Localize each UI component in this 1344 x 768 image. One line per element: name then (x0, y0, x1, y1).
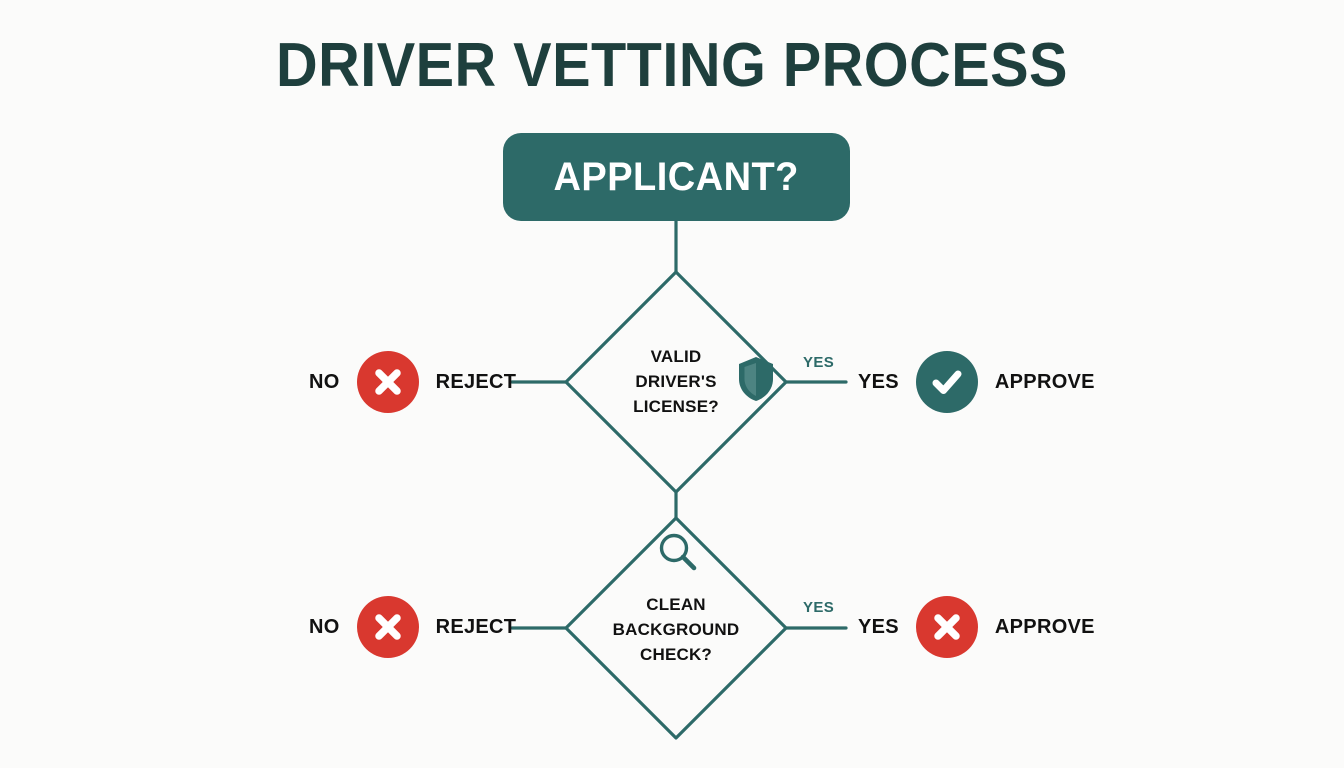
start-node-applicant[interactable]: APPLICANT? (503, 133, 850, 221)
branch-decision2-yes-action: APPROVE (994, 615, 1095, 638)
edge-label-decision1-yes: YES (803, 354, 835, 371)
x-circle-icon (356, 596, 419, 658)
page-title: DRIVER VETTING PROCESS (276, 31, 1068, 100)
start-node-label: APPLICANT? (553, 154, 800, 199)
edge-label-decision2-yes: YES (803, 599, 835, 616)
branch-decision1-no-action: REJECT (435, 370, 517, 393)
branch-decision2-no[interactable]: NO REJECT (309, 596, 516, 658)
decision1-line-2: DRIVER'S (635, 372, 717, 391)
branch-decision2-no-answer: NO (309, 615, 340, 638)
decision1-label: VALID DRIVER'S LICENSE? (561, 344, 791, 419)
decision2-line-3: CHECK? (639, 645, 713, 664)
decision2-label: CLEAN BACKGROUND CHECK? (561, 592, 791, 667)
decision1-line-3: LICENSE? (633, 397, 719, 416)
x-circle-icon (915, 596, 978, 658)
branch-decision1-yes[interactable]: YES APPROVE (858, 351, 1095, 413)
branch-decision2-no-action: REJECT (435, 615, 517, 638)
check-circle-icon (915, 351, 978, 413)
branch-decision1-no-answer: NO (309, 370, 340, 393)
x-circle-icon (356, 351, 419, 413)
decision1-line-1: VALID (650, 347, 702, 366)
branch-decision1-yes-action: APPROVE (994, 370, 1095, 393)
branch-decision1-no[interactable]: NO REJECT (309, 351, 516, 413)
magnifier-icon (656, 531, 700, 580)
branch-decision1-yes-answer: YES (858, 370, 899, 393)
decision2-line-2: BACKGROUND (612, 620, 740, 639)
branch-decision2-yes[interactable]: YES APPROVE (858, 596, 1095, 658)
shield-icon (736, 355, 776, 408)
branch-decision2-yes-answer: YES (858, 615, 899, 638)
decision2-line-1: CLEAN (646, 595, 706, 614)
